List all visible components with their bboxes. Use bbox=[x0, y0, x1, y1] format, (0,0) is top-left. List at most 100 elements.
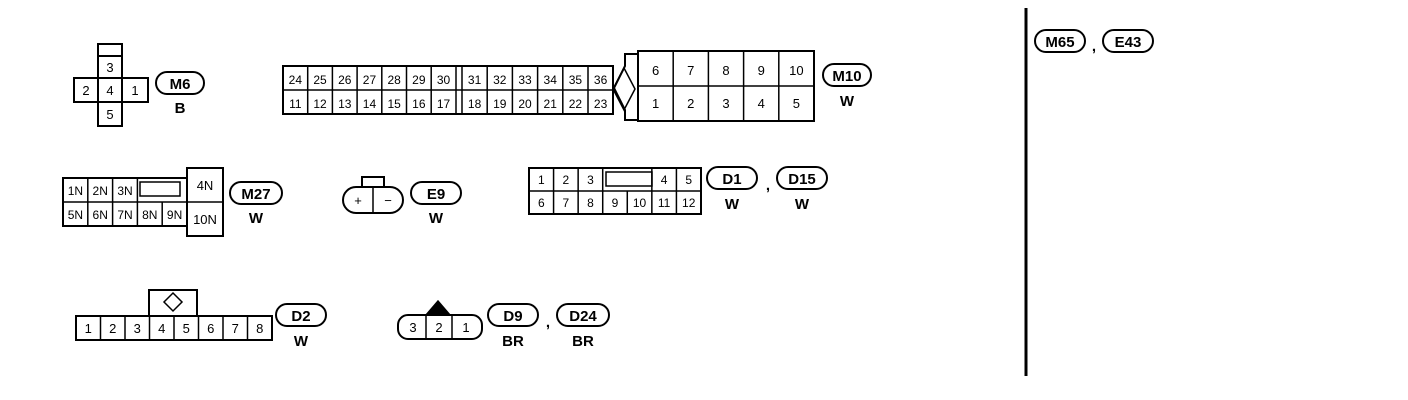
pin-label: 10N bbox=[193, 212, 217, 227]
pin-label: 31 bbox=[468, 73, 482, 87]
separator: , bbox=[1092, 38, 1096, 55]
pin-label: 11 bbox=[658, 196, 671, 210]
pin-label: 32 bbox=[493, 73, 507, 87]
pin-label: 5 bbox=[685, 173, 692, 187]
connector-tag-d15 bbox=[776, 166, 828, 190]
pin-label: 13 bbox=[338, 97, 352, 111]
connector-tag-d24 bbox=[556, 303, 610, 327]
pin-label: 8 bbox=[587, 196, 594, 210]
pin-label: 2 bbox=[82, 83, 89, 98]
connector-m6: 3 2 4 1 5 M6 B bbox=[73, 43, 205, 127]
pin-label: + bbox=[354, 193, 362, 208]
pin-label: 4 bbox=[106, 83, 113, 98]
pin-label: 7N bbox=[117, 208, 132, 222]
connector-code: D9 bbox=[503, 308, 522, 325]
connector-tag-m10 bbox=[822, 63, 872, 87]
connector-d9: 3 2 1 D9 BR , D24 BR bbox=[397, 299, 610, 350]
pin-label: 3 bbox=[587, 173, 594, 187]
pin-label: 9N bbox=[167, 208, 182, 222]
pin-label: 29 bbox=[412, 73, 426, 87]
pin-label: 1 bbox=[131, 83, 138, 98]
pin-label: 6N bbox=[93, 208, 108, 222]
connector-code: D1 bbox=[722, 171, 741, 188]
connector-tag-d1 bbox=[706, 166, 758, 190]
wire-color: W bbox=[795, 196, 810, 213]
key-diamond bbox=[162, 291, 184, 313]
pin-label: 19 bbox=[493, 97, 507, 111]
pin-label: 1 bbox=[652, 96, 659, 111]
pin-label: 6 bbox=[652, 63, 659, 78]
pin-label: 3 bbox=[134, 321, 141, 336]
pin-label: 23 bbox=[594, 97, 608, 111]
connector-m65: M65 , E43 bbox=[1034, 29, 1154, 55]
connector-e9: + − E9 W bbox=[342, 176, 462, 227]
wire-color: W bbox=[249, 210, 264, 227]
connector-tag-e43 bbox=[1102, 29, 1154, 53]
connector-tag-m27 bbox=[229, 181, 283, 205]
connector-code: E9 bbox=[427, 186, 445, 203]
pin-label: 7 bbox=[687, 63, 694, 78]
lock-slot bbox=[605, 171, 653, 187]
pin-label: 22 bbox=[569, 97, 583, 111]
pin-label: 21 bbox=[544, 97, 558, 111]
pin-label: 30 bbox=[437, 73, 451, 87]
key-triangle bbox=[424, 299, 452, 316]
pin-label: 9 bbox=[758, 63, 765, 78]
pin-label: 3 bbox=[106, 60, 113, 75]
pin-label: 7 bbox=[232, 321, 239, 336]
connector-tag-d2 bbox=[275, 303, 327, 327]
pin-label: 16 bbox=[412, 97, 426, 111]
connector-code: M65 bbox=[1045, 34, 1074, 51]
pin-label: 17 bbox=[437, 97, 451, 111]
pin-label: 12 bbox=[313, 97, 327, 111]
connector-tag-m65 bbox=[1034, 29, 1086, 53]
pin-label: 5N bbox=[68, 208, 83, 222]
wire-color: BR bbox=[502, 333, 524, 350]
pin-label: 1 bbox=[85, 321, 92, 336]
pin-label: 10 bbox=[633, 196, 647, 210]
connector-tag-e9 bbox=[410, 181, 462, 205]
pin-label: 5 bbox=[793, 96, 800, 111]
pin-label: 24 bbox=[289, 73, 303, 87]
pin-label: 14 bbox=[363, 97, 377, 111]
wire-color: W bbox=[840, 93, 855, 110]
pin-label: 15 bbox=[387, 97, 401, 111]
pin-label: 2 bbox=[687, 96, 694, 111]
connector-d2: 1 2 3 4 5 6 7 8 D2 W bbox=[75, 289, 327, 350]
connector-tag-m6 bbox=[155, 71, 205, 95]
pin-label: − bbox=[384, 193, 392, 208]
wire-color: W bbox=[429, 210, 444, 227]
pin-label: 6 bbox=[538, 196, 545, 210]
connector-code: D15 bbox=[788, 171, 816, 188]
connector-code: D24 bbox=[569, 308, 597, 325]
pin-label: 4N bbox=[197, 178, 214, 193]
separator: , bbox=[546, 314, 550, 331]
pin-label: 26 bbox=[338, 73, 352, 87]
pin-label: 2 bbox=[109, 321, 116, 336]
pin-label: 8 bbox=[256, 321, 263, 336]
connector-code: D2 bbox=[291, 308, 310, 325]
pin-label: 11 bbox=[289, 97, 302, 111]
pin-label: 8 bbox=[722, 63, 729, 78]
pin-label: 5 bbox=[183, 321, 190, 336]
pin-label: 2N bbox=[93, 184, 108, 198]
pin-label: 27 bbox=[363, 73, 377, 87]
pin-label: 4 bbox=[158, 321, 165, 336]
connector-code: M10 bbox=[832, 68, 861, 85]
pin-label: 2 bbox=[435, 320, 442, 335]
separator: , bbox=[766, 177, 770, 194]
wire-color: W bbox=[294, 333, 309, 350]
pin-label: 5 bbox=[106, 107, 113, 122]
pin-label: 1 bbox=[538, 173, 545, 187]
connector-tag-d9 bbox=[487, 303, 539, 327]
connector-code: M6 bbox=[170, 76, 191, 93]
pin-label: 3 bbox=[409, 320, 416, 335]
pin-label: 4 bbox=[758, 96, 765, 111]
pin-label: 12 bbox=[682, 196, 696, 210]
pin-label: 6 bbox=[207, 321, 214, 336]
connector-code: M27 bbox=[241, 186, 270, 203]
